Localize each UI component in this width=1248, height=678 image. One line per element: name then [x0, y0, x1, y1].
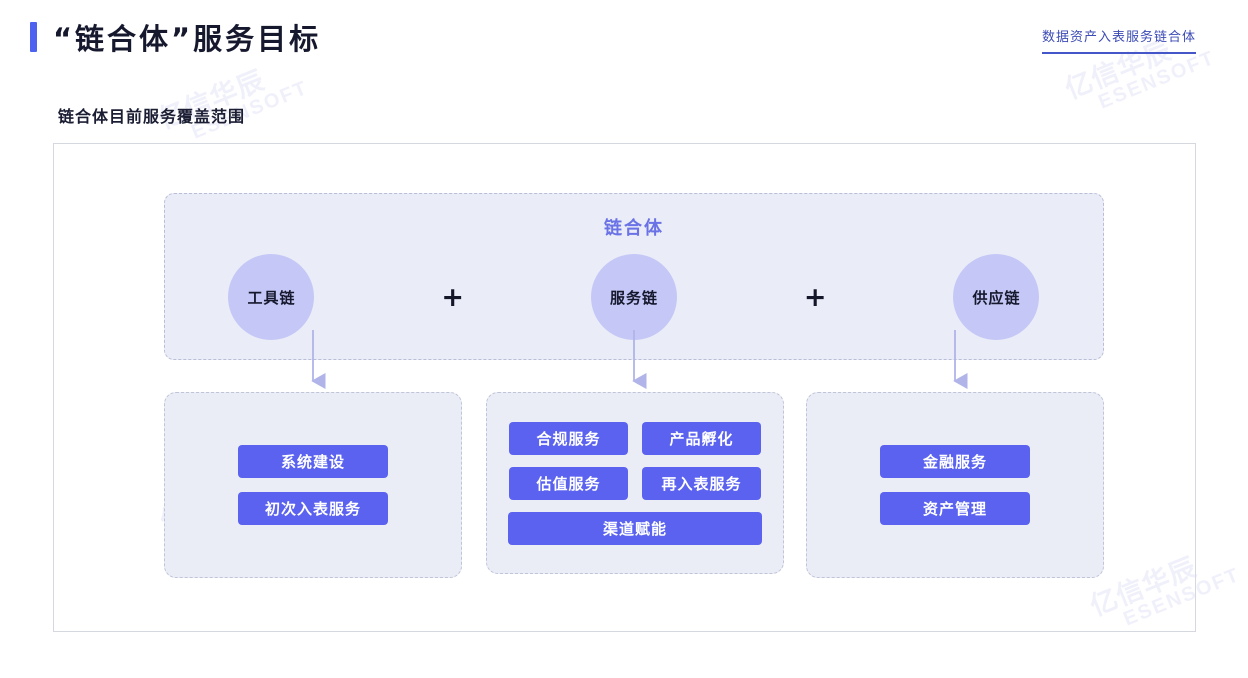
pill-channel-empowerment[interactable]: 渠道赋能: [508, 511, 762, 545]
chain-node-row: 工具链 + 服务链 + 供应链: [165, 254, 1103, 340]
chain-node-service[interactable]: 服务链: [590, 254, 677, 340]
bottom-group-service: 合规服务 产品孵化 估值服务 再入表服务 渠道赋能: [486, 392, 784, 574]
corner-label: 数据资产入表服务链合体: [1041, 26, 1196, 54]
pill-asset-management[interactable]: 资产管理: [880, 492, 1030, 525]
page-title: “链合体”服务目标: [53, 22, 322, 56]
bottom-group-supply: 金融服务 资产管理: [806, 392, 1104, 578]
pill-system-construction[interactable]: 系统建设: [238, 445, 388, 478]
chain-node-supply[interactable]: 供应链: [953, 254, 1040, 340]
service-pill-row-2: 估值服务 再入表服务: [509, 466, 761, 500]
service-pill-area: 合规服务 产品孵化 估值服务 再入表服务 渠道赋能: [487, 393, 783, 573]
plus-operator-2: +: [803, 281, 827, 313]
top-group-title: 链合体: [604, 218, 664, 239]
pill-financial-service[interactable]: 金融服务: [880, 445, 1030, 478]
title-block: “链合体”服务目标: [30, 16, 321, 58]
bottom-group-tool: 系统建设 初次入表服务: [164, 392, 462, 578]
top-group-chainbody: 链合体 工具链 + 服务链 + 供应链: [164, 193, 1104, 360]
chain-node-tool[interactable]: 工具链: [228, 254, 315, 340]
diagram-frame: [53, 143, 1196, 632]
service-pill-row-1: 合规服务 产品孵化: [509, 421, 761, 455]
pill-first-onboarding-service[interactable]: 初次入表服务: [238, 492, 388, 525]
corner-label-text: 数据资产入表服务链合体: [1041, 29, 1196, 44]
supply-pill-area: 金融服务 资产管理: [807, 393, 1103, 577]
tool-pill-area: 系统建设 初次入表服务: [165, 393, 461, 577]
corner-label-underline: [1041, 52, 1196, 54]
accent-bar: [30, 22, 37, 52]
page-header: “链合体”服务目标 数据资产入表服务链合体: [0, 0, 1248, 78]
pill-valuation-service[interactable]: 估值服务: [509, 466, 628, 500]
pill-compliance-service[interactable]: 合规服务: [509, 421, 628, 455]
plus-operator-1: +: [441, 281, 465, 313]
pill-product-incubation[interactable]: 产品孵化: [642, 421, 761, 455]
pill-re-onboarding-service[interactable]: 再入表服务: [642, 466, 761, 500]
section-subtitle: 链合体目前服务覆盖范围: [58, 107, 246, 126]
